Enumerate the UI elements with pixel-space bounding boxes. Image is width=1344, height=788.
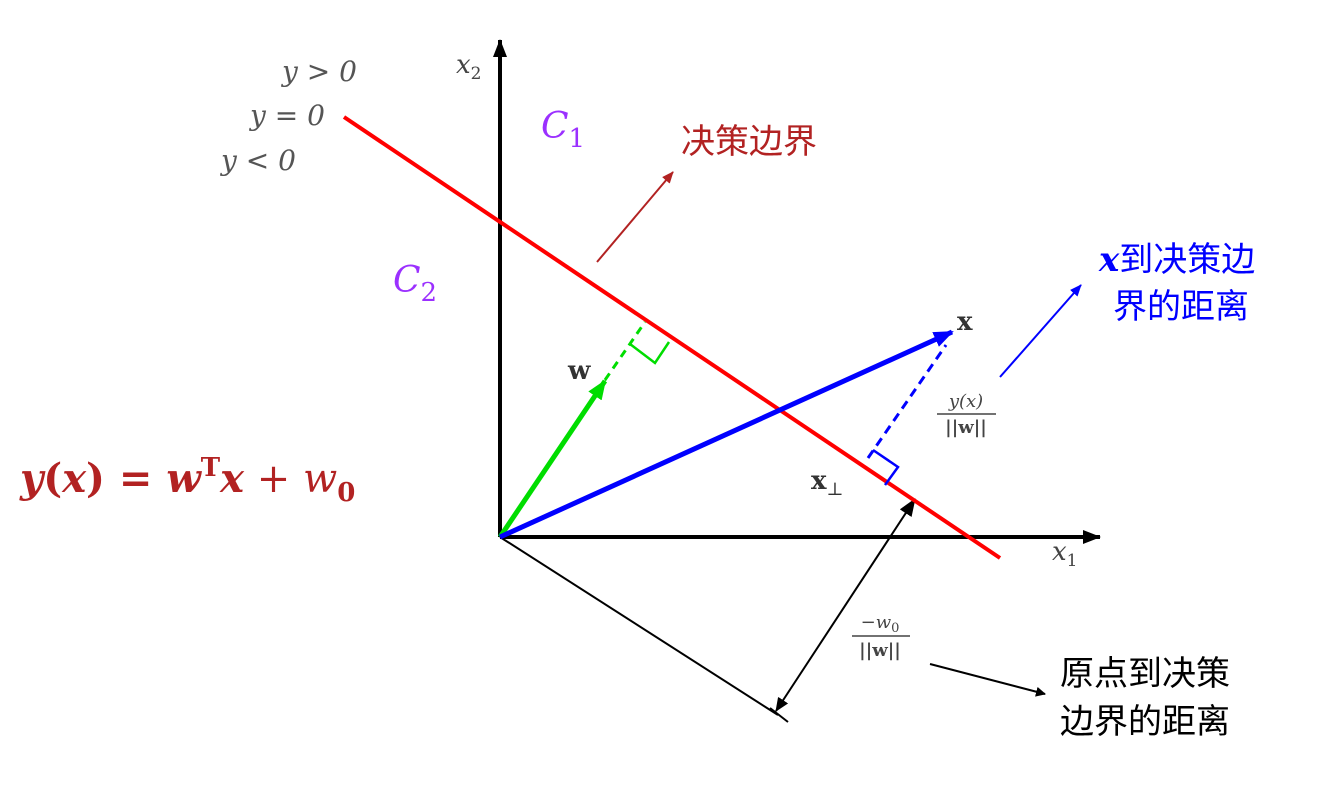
class-c1-label: C1 xyxy=(541,106,585,154)
y-positive-label: y > 0 xyxy=(280,55,357,88)
x1-axis-label: x1 xyxy=(1052,537,1078,571)
origin-distance-annotation-line2: 边界的距离 xyxy=(1060,702,1230,742)
decision-boundary-annotation: 决策边界 xyxy=(681,122,817,162)
decision-boundary-line xyxy=(342,115,1002,560)
linear-model-formula: y(x) = wTx + w0 xyxy=(19,453,355,508)
x2-axis-label: x2 xyxy=(456,50,482,84)
x-distance-annotation-line1: x到决策边 xyxy=(1098,240,1255,280)
origin-distance-annotation-arrow xyxy=(929,663,1046,697)
x-perp-label: x⊥ xyxy=(811,466,843,500)
x-right-angle-marker xyxy=(872,448,900,486)
y-over-w-numerator: y(x) xyxy=(948,391,983,412)
w-extension-dashed xyxy=(603,321,647,381)
w-vector-label: w xyxy=(567,356,591,386)
class-c2-label: C2 xyxy=(393,260,437,308)
origin-distance-tick xyxy=(769,707,789,723)
w0-over-w-numerator: −w0 xyxy=(861,612,900,636)
origin-distance-double-arrow xyxy=(775,498,916,712)
y-zero-label: y = 0 xyxy=(248,99,325,132)
boundary-annotation-arrow xyxy=(596,171,674,263)
y-negative-label: y < 0 xyxy=(219,144,296,177)
origin-distance-annotation-line1: 原点到决策 xyxy=(1060,654,1230,694)
w0-over-w-denominator: ||w|| xyxy=(859,640,901,661)
x-distance-dashed xyxy=(866,344,948,459)
y-over-w-denominator: ||w|| xyxy=(945,417,987,438)
x-vector-label: x xyxy=(957,307,973,337)
x-distance-annotation-arrow xyxy=(999,284,1082,378)
x-distance-annotation-line2: 界的距离 xyxy=(1113,287,1249,327)
w-vector xyxy=(497,379,608,539)
x-vector xyxy=(498,329,954,540)
origin-perpendicular-line xyxy=(499,536,779,716)
w-right-angle-marker xyxy=(629,341,671,365)
